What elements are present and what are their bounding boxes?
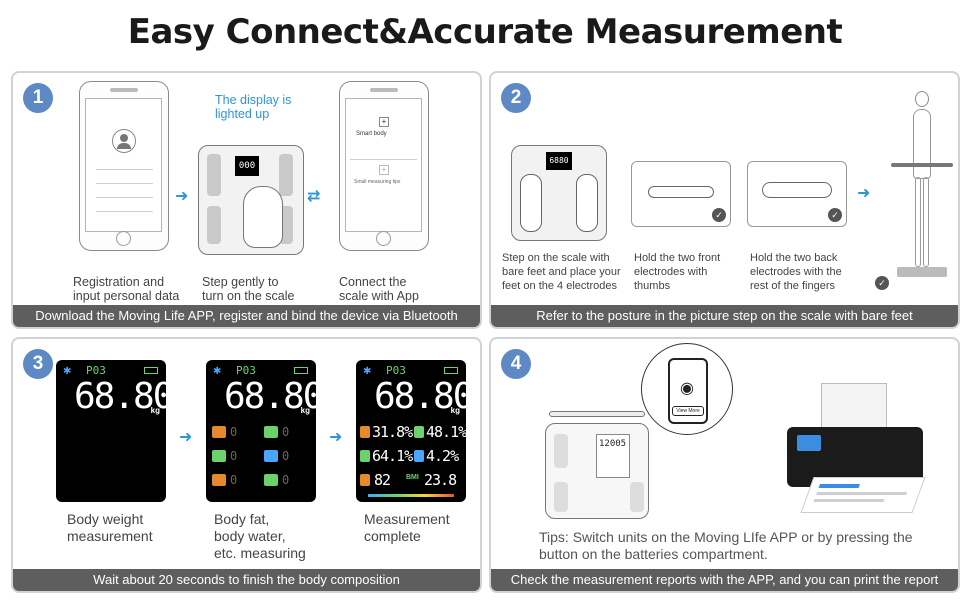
view-more-button: View More	[672, 406, 704, 416]
arrow-both-icon: ⇄	[307, 188, 321, 205]
printed-report	[800, 477, 926, 513]
caption-body-fat: Body fat, body water, etc. measuring	[214, 511, 306, 561]
caption-connect: Connect the scale with App	[339, 275, 419, 303]
check-icon: ✓	[875, 276, 889, 290]
step-4-panel: 4 12005 ◉ View More Tips: Switch units o…	[489, 337, 960, 593]
scale-display: 6880	[546, 152, 572, 170]
printer-illustration	[787, 379, 926, 515]
page-title: Easy Connect&Accurate Measurement	[127, 12, 843, 52]
step-badge: 1	[23, 83, 53, 113]
battery-icon	[444, 367, 458, 374]
display-lighted-note: The display is lighted up	[215, 93, 292, 121]
metric-value: 82	[374, 471, 391, 489]
arrow-right-icon: ➜	[329, 429, 343, 446]
thumbs-grip-illustration: ✓	[631, 161, 731, 227]
fingers-grip-illustration: ✓	[747, 161, 847, 227]
bmi-value: 23.8	[424, 471, 457, 489]
battery-icon	[294, 367, 308, 374]
check-icon: ✓	[828, 208, 842, 222]
bone-icon	[264, 450, 278, 462]
caption-bare-feet: Step on the scale with bare feet and pla…	[502, 252, 621, 292]
lcd-complete: ✱ P03 68.80 kg 31.8% 48.1% 64.1% 4.2% 82…	[356, 360, 466, 502]
scale-handle	[549, 411, 645, 417]
tip-text: Tips: Switch units on the Moving LIfe AP…	[539, 529, 913, 562]
scale-display: 12005	[596, 434, 630, 478]
check-icon: ✓	[712, 208, 726, 222]
body-fat-value: 31.8%	[372, 423, 413, 441]
caption-step-gently: Step gently to turn on the scale	[202, 275, 295, 303]
fat-icon	[212, 426, 226, 438]
app-phone: + Smart body + Small measuring tips	[339, 81, 429, 251]
bmi-icon	[264, 474, 278, 486]
unit-label: kg	[450, 406, 460, 415]
smart-body-label: Smart body	[356, 131, 387, 137]
muscle-value: 48.1%	[426, 423, 466, 441]
bmi-label: BMI	[406, 474, 419, 481]
unit-label: kg	[300, 406, 310, 415]
arrow-right-icon: ➜	[175, 188, 189, 205]
caption-measurement-complete: Measurement complete	[364, 511, 450, 544]
eye-icon: ◉	[680, 380, 694, 397]
weight-readout: 68.80	[224, 376, 316, 417]
caption-back-electrodes: Hold the two back electrodes with the re…	[750, 252, 842, 292]
step-badge: 3	[23, 349, 53, 379]
step-2-panel: 2 6880 ✓ ✓ ➜ ✓ Step on the scale with ba…	[489, 71, 960, 329]
person-icon	[360, 474, 370, 486]
lcd-weight-only: ✱ P03 68.80 kg	[56, 360, 166, 502]
tips-label: Small measuring tips	[354, 179, 401, 185]
step-4-footer: Check the measurement reports with the A…	[491, 569, 958, 591]
step-2-footer: Refer to the posture in the picture step…	[491, 305, 958, 327]
step-1-panel: 1 ➜ 000 The display is lighted up ⇄ +	[11, 71, 482, 329]
battery-icon	[144, 367, 158, 374]
app-phone-circle: ◉ View More	[641, 343, 733, 435]
right-foot-icon	[576, 174, 598, 232]
caption-registration: Registration and input personal data	[73, 275, 180, 303]
bluetooth-icon: ✱	[63, 366, 72, 377]
foot-icon	[243, 186, 283, 248]
arrow-right-icon: ➜	[857, 185, 871, 202]
muscle-icon	[414, 426, 424, 438]
person-icon	[212, 474, 226, 486]
body-water-value: 64.1%	[372, 447, 413, 465]
caption-front-electrodes: Hold the two front electrodes with thumb…	[634, 252, 721, 292]
scale-illustration: 000	[198, 145, 304, 255]
step-3-footer: Wait about 20 seconds to finish the body…	[13, 569, 480, 591]
bmi-scale-bar	[368, 494, 454, 497]
arrow-right-icon: ➜	[179, 429, 193, 446]
profile-label: P03	[86, 364, 106, 377]
registration-phone	[79, 81, 169, 251]
bone-value: 4.2%	[426, 447, 459, 465]
step-badge: 4	[501, 349, 531, 379]
bluetooth-icon: ✱	[213, 366, 222, 377]
left-foot-icon	[520, 174, 542, 232]
scale-illustration: 12005	[545, 423, 649, 519]
step-3-panel: 3 ✱ P03 68.80 kg ➜ ✱ P03 68.80 kg 0 0 0 …	[11, 337, 482, 593]
lcd-measuring: ✱ P03 68.80 kg 0 0 0 0 0 0	[206, 360, 316, 502]
user-icon	[112, 129, 136, 153]
phone-icon: ◉ View More	[668, 358, 708, 424]
step-1-footer: Download the Moving Life APP, register a…	[13, 305, 480, 327]
scale-feet-illustration: 6880	[511, 145, 607, 241]
muscle-icon	[264, 426, 278, 438]
unit-label: kg	[150, 406, 160, 415]
water-icon	[360, 450, 370, 462]
profile-label: P03	[386, 364, 406, 377]
caption-body-weight: Body weight measurement	[67, 511, 153, 544]
weight-readout: 68.80	[374, 376, 466, 417]
bluetooth-icon: ✱	[363, 366, 372, 377]
bone-icon	[414, 450, 424, 462]
standing-person-illustration	[891, 87, 953, 287]
step-badge: 2	[501, 83, 531, 113]
water-icon	[212, 450, 226, 462]
scale-display: 000	[235, 156, 259, 176]
fat-icon	[360, 426, 370, 438]
profile-label: P03	[236, 364, 256, 377]
weight-readout: 68.80	[74, 376, 166, 417]
